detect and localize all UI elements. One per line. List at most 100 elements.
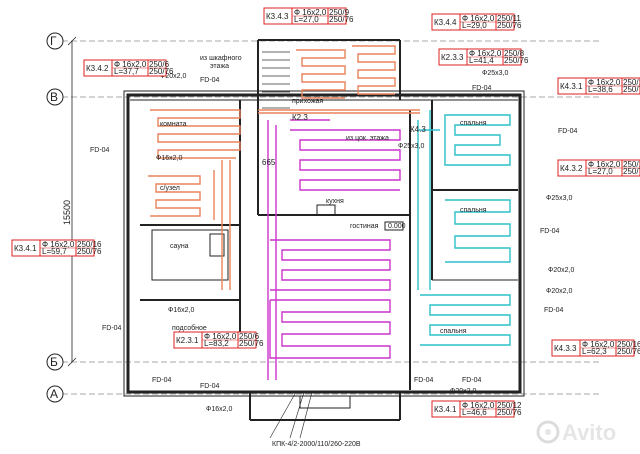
tag-pipe: Ф 16х2,0 — [469, 49, 502, 58]
walls — [123, 39, 525, 421]
tag-length: L=37,7 — [114, 67, 139, 76]
pipe-note: Ф25х3,0 — [398, 143, 424, 150]
label-podsobnoe: подсобное — [172, 324, 207, 332]
axis-v-label: В — [50, 90, 58, 104]
tag-flow: 250/11 — [623, 160, 640, 169]
label-spalnya-3: спальня — [440, 328, 467, 335]
label-kukhnya: кухня — [326, 198, 344, 205]
tag-flow-2: 250/76 — [329, 15, 354, 24]
tag-pipe: Ф 16х2,0 — [114, 60, 147, 69]
tag-length: L=41,4 — [469, 56, 494, 65]
tag-id: К4.3.1 — [560, 82, 583, 91]
fd04-note: FD-04 — [558, 128, 578, 135]
tag-id: К3.4.3 — [266, 12, 289, 21]
tag-flow-2: 250/76 — [504, 56, 529, 65]
fd04-note: FD-04 — [462, 377, 482, 384]
tag-pipe: Ф 16х2,0 — [462, 14, 495, 23]
label-komnata: комната — [160, 121, 187, 128]
tag-pipe: Ф 16х2,0 — [582, 340, 615, 349]
loop-bedroom — [417, 110, 511, 346]
fd04-note: FD-04 — [472, 85, 492, 92]
label-spalnya-1: спальня — [460, 120, 487, 127]
label-sauna: сауна — [170, 243, 189, 250]
collector-leaders — [269, 391, 313, 439]
fd04-note: FD-04 — [414, 377, 434, 384]
tag-id: К4.3.2 — [560, 164, 583, 173]
fd04-note: FD-04 — [90, 147, 110, 154]
tag-pipe: Ф 16х2,0 — [588, 78, 621, 87]
tag-id: К4.3.3 — [554, 344, 577, 353]
tag-flow-2: 250/76 — [239, 339, 264, 348]
pipe-note: Ф16х2,0 — [206, 406, 232, 413]
tag-flow: 250/8 — [504, 49, 525, 58]
fd04-note: FD-04 — [102, 325, 122, 332]
pipe-note: Ф20х2,0 — [548, 267, 574, 274]
loop-living — [267, 119, 401, 380]
tag-length: L=46,6 — [462, 408, 487, 417]
tag-length: L=38,6 — [588, 85, 613, 94]
pipe-note: Ф20х2,0 — [160, 73, 186, 80]
axis-g-label: Г — [50, 34, 57, 48]
axis-markers — [46, 32, 64, 403]
pipe-note: Ф25х3,0 — [482, 70, 508, 77]
pipe-note: Ф16х2,0 — [156, 155, 182, 162]
label-iz-tsok: из цок. этажа — [346, 135, 389, 142]
watermark-text: Avito — [562, 420, 616, 445]
tag-flow: 250/12 — [497, 401, 522, 410]
tag-length: L=83,2 — [204, 339, 229, 348]
pipe-note: Ф25х3,0 — [546, 195, 572, 202]
pipe-note: Ф20х2,0 — [450, 388, 476, 395]
tag-length: L=62,3 — [582, 347, 607, 356]
tag-pipe: Ф 16х2,0 — [588, 160, 621, 169]
label-gostinaya: гостиная — [350, 223, 379, 230]
tag-flow: 250/9 — [329, 8, 350, 17]
tag-flow-2: 250/76 — [497, 21, 522, 30]
tag-id: К3.4.1 — [434, 405, 457, 414]
tag-flow: 250/6 — [239, 332, 260, 341]
tag-flow: 250/15 — [623, 78, 640, 87]
tag-flow-2: 250/76 — [77, 247, 102, 256]
label-k43: К4.3 — [410, 125, 426, 134]
axis-a-label: А — [50, 387, 58, 401]
tag-pipe: Ф 16х2,0 — [294, 8, 327, 17]
tag-pipe: Ф 16х2,0 — [462, 401, 495, 410]
label-s-uzl: с/узел — [160, 185, 180, 192]
tag-flow: 250/16 — [617, 340, 640, 349]
tag-flow: 250/6 — [149, 60, 170, 69]
tag-flow: 250/16 — [77, 240, 102, 249]
label-k23: К2.3 — [292, 113, 308, 122]
tag-flow-2: 250/76 — [617, 347, 640, 356]
tag-pipe: Ф 16х2,0 — [42, 240, 75, 249]
tag-id: К3.4.2 — [86, 64, 109, 73]
tag-flow-2: 250/76 — [623, 167, 640, 176]
fd04-note: FD-04 — [152, 377, 172, 384]
pipe-note: Ф20х2,0 — [546, 288, 572, 295]
label-665: 665 — [262, 158, 276, 167]
tag-length: L=27,0 — [294, 15, 319, 24]
tag-id: К2.3.3 — [441, 53, 464, 62]
tag-flow-2: 250/76 — [623, 85, 640, 94]
label-etazha: этажа — [210, 63, 229, 70]
label-prikhozhaya: прихожая — [292, 98, 323, 105]
tag-length: L=27,0 — [588, 167, 613, 176]
watermark: Avito — [536, 420, 616, 445]
dimension-15500: 15500 — [62, 200, 72, 225]
pipe-note: Ф16х2,0 — [168, 307, 194, 314]
tag-flow-2: 250/76 — [149, 67, 174, 76]
tag-id: К2.3.1 — [176, 336, 199, 345]
pipe-notes: Ф20х2,0 Ф16х2,0 Ф16х2,0 Ф25х3,0 Ф25х3,0 … — [156, 70, 574, 413]
fd04-note: FD-04 — [544, 307, 564, 314]
label-iz-shkaf: из шкафного — [200, 55, 242, 62]
fd04-note: FD-04 — [200, 77, 220, 84]
dimension-line — [67, 36, 77, 367]
